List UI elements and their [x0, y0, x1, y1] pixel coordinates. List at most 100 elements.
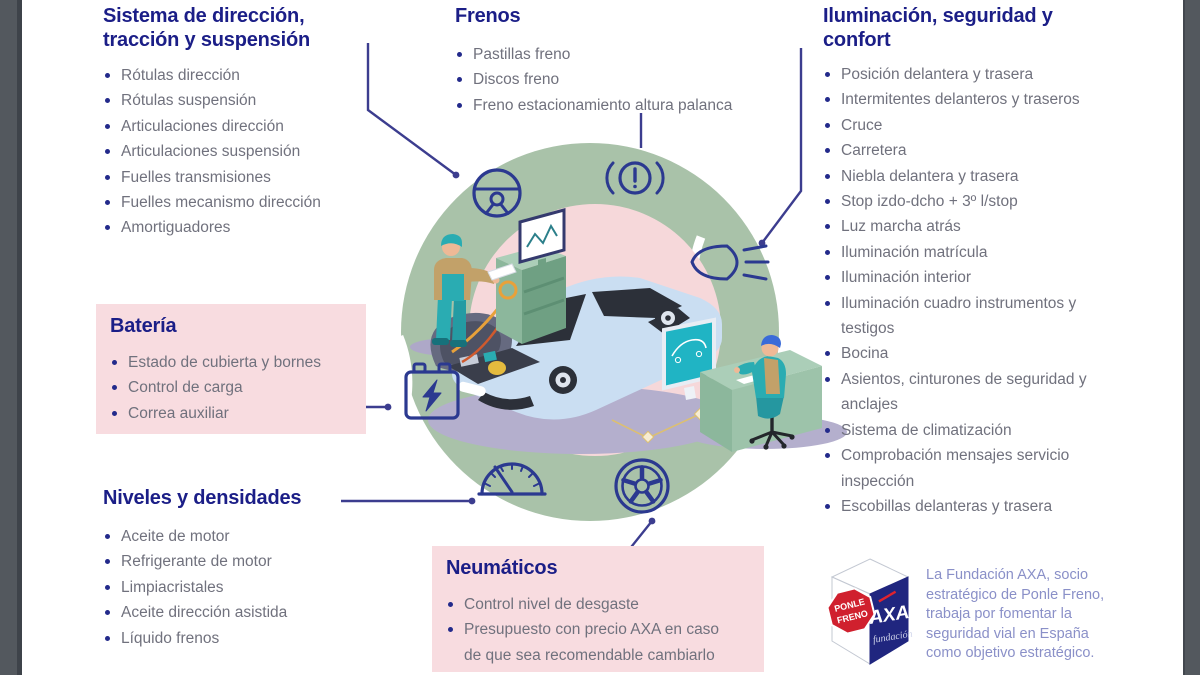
- bullet-icon: [112, 385, 117, 391]
- bullet-icon: [825, 503, 830, 509]
- screen-car-wireframe: [671, 338, 707, 357]
- list-item-label: Iluminación interior: [841, 269, 972, 287]
- leg: [436, 296, 452, 340]
- front-wheel-hub: [560, 377, 566, 383]
- list-item-label: Aceite de motor: [121, 528, 230, 545]
- overall-bib: [442, 274, 464, 301]
- list-item-label: Luz marcha atrás: [841, 218, 961, 236]
- vest: [764, 358, 780, 394]
- list-item: Freno estacionamiento altura palanca: [455, 93, 795, 118]
- list-item: Discos freno: [455, 67, 795, 92]
- connector-dots: [384, 171, 766, 525]
- bullet-icon: [825, 173, 830, 179]
- list-item: Carretera: [823, 138, 1173, 163]
- list-item: Fuelles mecanismo dirección: [103, 190, 433, 215]
- hand: [734, 367, 740, 373]
- engine-part-yellow: [488, 361, 506, 375]
- bullet-icon: [105, 123, 110, 129]
- mechanic-standing: [432, 234, 517, 347]
- list-item-label: Comprobación mensajes servicio inspecció…: [841, 447, 1070, 490]
- list-item-label: Aceite dirección asistida: [121, 604, 288, 622]
- bullet-icon: [105, 174, 110, 180]
- bullet-icon: [448, 627, 453, 633]
- leg: [452, 296, 466, 342]
- list-item-label: Stop izdo-dcho + 3º l/stop: [841, 193, 1018, 211]
- section-title: Neumáticos: [446, 557, 558, 579]
- list-item-label: Cruce: [841, 116, 883, 134]
- cap: [441, 234, 462, 247]
- bullet-icon: [825, 148, 830, 154]
- list-item: Asientos, cinturones de seguridad y ancl…: [823, 367, 1173, 418]
- desk-front: [700, 372, 732, 452]
- bullet-icon: [105, 73, 110, 78]
- list-item-label: Sistema de climatización: [841, 421, 1012, 439]
- bullet-icon: [105, 610, 110, 616]
- bullet-icon: [825, 427, 830, 433]
- list-item-label: Estado de cubierta y bornes: [128, 354, 322, 371]
- list-item-label: Escobillas delanteras y trasera: [841, 497, 1053, 515]
- car-headlamp: [458, 381, 486, 397]
- cap: [761, 335, 781, 348]
- engine-part-teal: [483, 350, 497, 363]
- list-item: Iluminación matrícula: [823, 240, 1173, 265]
- bullet-icon: [457, 77, 462, 83]
- gauge-icon: [477, 462, 547, 496]
- list-item: Correa auxiliar: [110, 401, 366, 426]
- list-item: Refrigerante de motor: [103, 549, 433, 574]
- list-item: Comprobación mensajes servicio inspecció…: [823, 443, 1173, 494]
- shoe: [450, 340, 467, 347]
- list-item-label: Carretera: [841, 142, 907, 160]
- section-title: Iluminación, seguridad y confort: [823, 5, 1053, 51]
- cart-monitor: [518, 208, 566, 264]
- list-item: Cruce: [823, 113, 1173, 138]
- list-item: Iluminación cuadro instrumentos y testig…: [823, 291, 1173, 342]
- chair-base: [751, 430, 793, 447]
- left-gray-bar: [0, 0, 22, 675]
- tire-icon: [614, 458, 670, 514]
- cube-right: [869, 576, 909, 665]
- axa-ponle-freno-logo: PONLE FRENO AXA fundación: [826, 558, 913, 665]
- cart-shelf-line: [523, 298, 565, 316]
- chair-wheel: [789, 434, 795, 440]
- bullet-icon: [105, 149, 110, 155]
- list-item-label: Articulaciones dirección: [121, 117, 284, 135]
- list-item: Luz marcha atrás: [823, 214, 1173, 239]
- screen-wheel: [674, 356, 682, 364]
- headlight-icon: [690, 244, 770, 281]
- section-title: Batería: [110, 315, 177, 337]
- legs: [756, 396, 784, 419]
- list-item-label: Intermitentes delanteros y traseros: [841, 91, 1080, 109]
- steering-wheel-icon: [472, 168, 522, 218]
- bullet-icon: [105, 635, 110, 641]
- list-item: Aceite de motor: [103, 524, 433, 549]
- cart-front: [496, 258, 522, 344]
- list-item-label: Discos freno: [473, 71, 560, 89]
- list-item: Control nivel de desgaste: [446, 592, 764, 617]
- list-item: Rótulas suspensión: [103, 88, 433, 113]
- connector-direccion: [366, 43, 457, 176]
- bullet-icon: [825, 199, 830, 205]
- list-item: Aceite dirección asistida: [103, 600, 433, 625]
- bullet-icon: [825, 249, 830, 255]
- list-item: Líquido frenos: [103, 626, 433, 651]
- monitor-stand: [684, 386, 696, 400]
- section-title: Sistema de dirección, tracción y suspens…: [103, 5, 310, 51]
- list-item-label: Niebla delantera y trasera: [841, 167, 1019, 185]
- list-item: Limpiacristales: [103, 575, 433, 600]
- list-item: Control de carga: [110, 375, 366, 400]
- cable-loop: [498, 280, 518, 300]
- list-item: Niebla delantera y trasera: [823, 164, 1173, 189]
- connector-iluminacion: [761, 48, 803, 244]
- list-item: Posición delantera y trasera: [823, 62, 1173, 87]
- cart-shelf-line: [523, 276, 565, 294]
- bullet-icon: [825, 376, 830, 382]
- chair-wheel: [781, 443, 787, 449]
- list-item: Articulaciones dirección: [103, 114, 433, 139]
- list-item-label: Iluminación matrícula: [841, 243, 988, 261]
- monitor-graph: [526, 223, 558, 248]
